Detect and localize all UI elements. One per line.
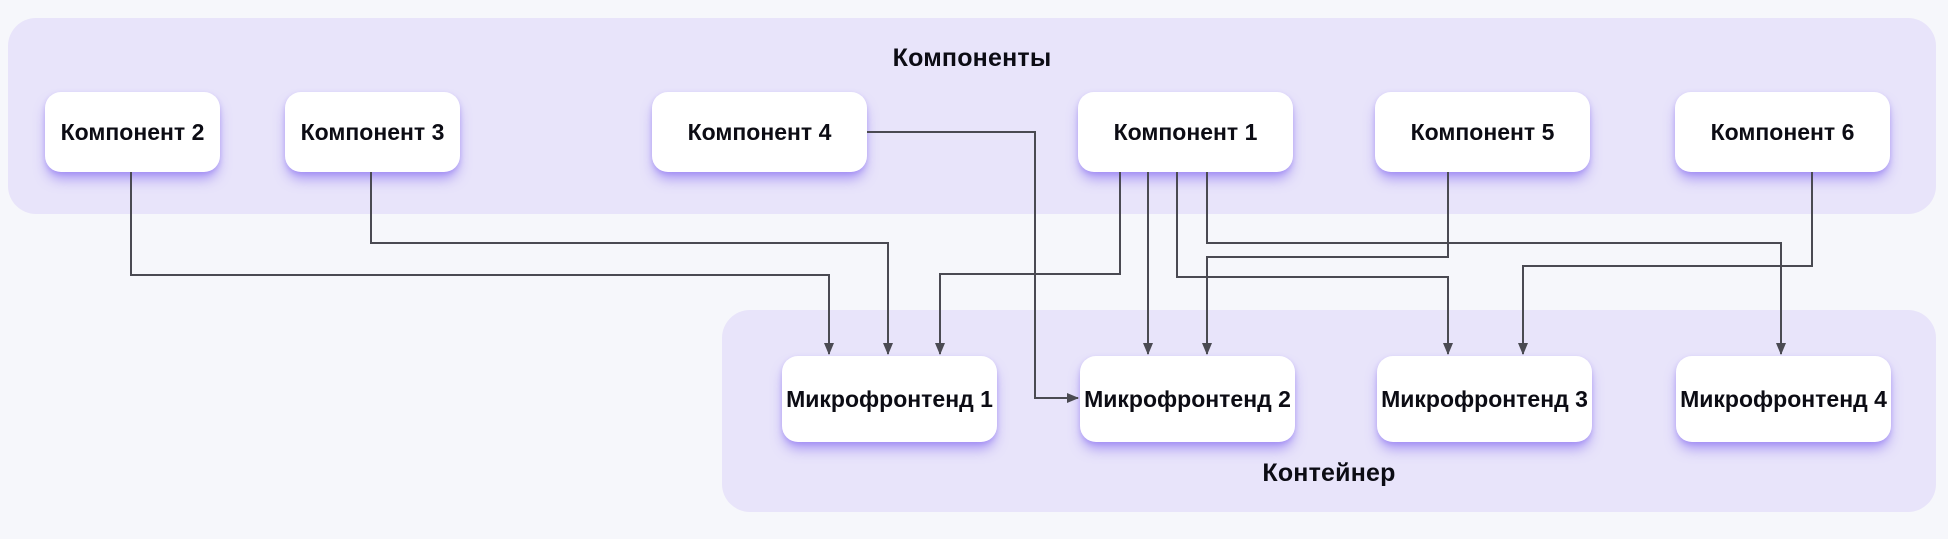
node-component-5: Компонент 5 <box>1375 92 1590 172</box>
node-component-1-label: Компонент 1 <box>1113 118 1258 145</box>
node-component-6: Компонент 6 <box>1675 92 1890 172</box>
node-microfrontend-2-label: Микрофронтенд 2 <box>1084 385 1291 412</box>
node-microfrontend-4: Микрофронтенд 4 <box>1676 356 1891 442</box>
container-group-title: Контейнер <box>1262 459 1396 487</box>
node-component-5-label: Компонент 5 <box>1410 118 1555 145</box>
node-component-4: Компонент 4 <box>652 92 867 172</box>
node-microfrontend-3: Микрофронтенд 3 <box>1377 356 1592 442</box>
node-microfrontend-1: Микрофронтенд 1 <box>782 356 997 442</box>
node-component-2-label: Компонент 2 <box>60 118 205 145</box>
node-component-2: Компонент 2 <box>45 92 220 172</box>
node-component-1: Компонент 1 <box>1078 92 1293 172</box>
node-microfrontend-4-label: Микрофронтенд 4 <box>1680 385 1887 412</box>
node-component-6-label: Компонент 6 <box>1710 118 1855 145</box>
node-microfrontend-1-label: Микрофронтенд 1 <box>786 385 993 412</box>
components-group-title: Компоненты <box>892 44 1052 72</box>
node-component-4-label: Компонент 4 <box>687 118 832 145</box>
node-component-3-label: Компонент 3 <box>300 118 445 145</box>
node-microfrontend-2: Микрофронтенд 2 <box>1080 356 1295 442</box>
node-component-3: Компонент 3 <box>285 92 460 172</box>
node-microfrontend-3-label: Микрофронтенд 3 <box>1381 385 1588 412</box>
